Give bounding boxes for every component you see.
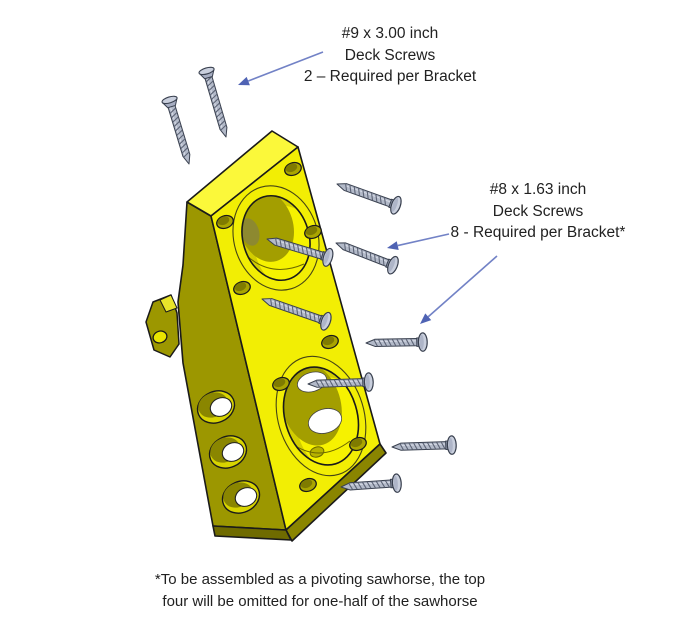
deck-screw-8 (365, 332, 428, 352)
callout-line: 8 - Required per Bracket* (450, 224, 626, 241)
deck-screw-9 (161, 95, 191, 165)
deck-screw-8 (391, 435, 457, 455)
screw-hole (272, 376, 290, 392)
callout-line: 2 – Required per Bracket (303, 68, 477, 85)
top-bore-hole (232, 185, 321, 291)
callout-line: Deck Screws (492, 202, 584, 220)
assembly-footnote: *To be assembled as a pivoting sawhorse,… (110, 569, 530, 613)
screw-hole (216, 214, 234, 230)
callout-arrow (420, 255, 498, 324)
bracket (145, 130, 387, 542)
footnote-line: *To be assembled as a pivoting sawhorse,… (154, 571, 486, 588)
deck-screw-8 (307, 372, 374, 392)
footnote-line: four will be omitted for one-half of the… (162, 593, 478, 610)
callout-line: #8 x 1.63 inch (489, 181, 587, 198)
callout-arrow (238, 51, 324, 86)
deck-screw-8 (335, 242, 399, 275)
deck-screw-8 (261, 298, 332, 331)
screw-hole (299, 477, 317, 493)
deck-screw-9 (198, 66, 228, 138)
bottom-bore-hole (275, 355, 371, 477)
callout-arrow (387, 233, 450, 250)
screw-hole (284, 161, 302, 177)
screw-hole (233, 280, 251, 296)
deck-screw-8 (340, 473, 402, 493)
callout-line: Deck Screws (344, 46, 436, 64)
counterbored-hole (196, 390, 236, 424)
counterbored-hole (208, 435, 248, 469)
screw-hole (321, 334, 339, 350)
screw-hole (349, 436, 367, 452)
deck-screw-9-callout: #9 x 3.00 inch Deck Screws 2 – Required … (270, 23, 510, 88)
deck-screw-8-callout: #8 x 1.63 inch Deck Screws 8 - Required … (437, 179, 639, 244)
counterbored-hole (221, 480, 261, 514)
hinge-tab (145, 294, 180, 358)
callout-line: #9 x 3.00 inch (341, 25, 439, 42)
deck-screw-8 (266, 237, 334, 267)
screw-hole (304, 224, 322, 240)
deck-screw-8 (336, 183, 402, 215)
